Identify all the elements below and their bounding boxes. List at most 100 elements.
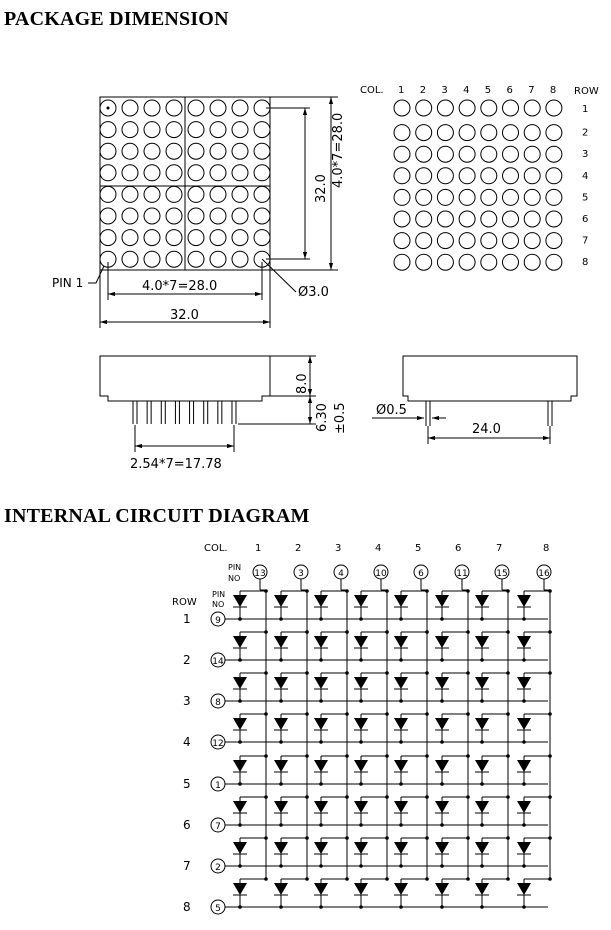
dim-width-total: 32.0 bbox=[170, 308, 199, 323]
matrix-dot bbox=[458, 232, 476, 250]
junction-dot bbox=[238, 658, 242, 662]
matrix-col-number: 2 bbox=[420, 85, 426, 96]
front-dot bbox=[143, 142, 161, 160]
led-diode bbox=[314, 636, 328, 648]
junction-dot bbox=[399, 617, 403, 621]
junction-dot bbox=[548, 836, 552, 840]
junction-dot bbox=[238, 699, 242, 703]
front-dot bbox=[253, 121, 271, 139]
led-diode bbox=[475, 760, 489, 772]
junction-dot bbox=[440, 699, 444, 703]
circuit-row-pin-number: 9 bbox=[215, 616, 221, 626]
junction-dot bbox=[425, 795, 429, 799]
junction-dot bbox=[466, 630, 470, 634]
junction-dot bbox=[279, 864, 283, 868]
junction-dot bbox=[305, 877, 309, 881]
circuit-col-pin-number: 4 bbox=[338, 569, 344, 579]
junction-dot bbox=[359, 740, 363, 744]
led-diode bbox=[394, 801, 408, 813]
junction-dot bbox=[359, 658, 363, 662]
junction-dot bbox=[466, 589, 470, 593]
junction-dot bbox=[522, 617, 526, 621]
circuit-row-pin-number: 1 bbox=[215, 781, 221, 791]
front-dot bbox=[99, 229, 117, 247]
junction-dot bbox=[466, 671, 470, 675]
junction-dot bbox=[385, 836, 389, 840]
junction-dot bbox=[238, 864, 242, 868]
circuit-row-pin-number: 14 bbox=[212, 657, 224, 667]
circuit-row-pin-number: 2 bbox=[215, 863, 221, 873]
led-diode bbox=[274, 595, 288, 607]
led-diode bbox=[394, 842, 408, 854]
front-dot-marker bbox=[106, 106, 110, 110]
junction-dot bbox=[359, 617, 363, 621]
side-view-lateral bbox=[372, 355, 578, 444]
matrix-col-number: 7 bbox=[528, 85, 534, 96]
junction-dot bbox=[264, 671, 268, 675]
matrix-col-number: 6 bbox=[507, 85, 513, 96]
junction-dot bbox=[522, 782, 526, 786]
junction-dot bbox=[399, 905, 403, 909]
matrix-row-number: 4 bbox=[582, 171, 588, 182]
led-diode bbox=[314, 801, 328, 813]
led-diode bbox=[475, 883, 489, 895]
led-diode bbox=[233, 842, 247, 854]
junction-dot bbox=[480, 782, 484, 786]
junction-dot bbox=[319, 782, 323, 786]
front-dot bbox=[187, 142, 205, 160]
front-dot bbox=[143, 185, 161, 203]
front-dot bbox=[209, 207, 227, 225]
led-diode bbox=[274, 718, 288, 730]
matrix-dot bbox=[393, 124, 411, 142]
front-dot bbox=[121, 99, 139, 117]
led-diode bbox=[475, 636, 489, 648]
matrix-row-number: 2 bbox=[582, 128, 588, 139]
circuit-pin-no-top-2: PIN bbox=[212, 590, 225, 599]
led-diode bbox=[354, 595, 368, 607]
matrix-row-number: 6 bbox=[582, 214, 588, 225]
junction-dot bbox=[522, 699, 526, 703]
junction-dot bbox=[480, 740, 484, 744]
front-dot bbox=[165, 164, 183, 182]
matrix-dot bbox=[545, 232, 563, 250]
junction-dot bbox=[480, 617, 484, 621]
led-diode bbox=[354, 718, 368, 730]
led-diode bbox=[233, 595, 247, 607]
front-dot bbox=[165, 99, 183, 117]
matrix-dot bbox=[436, 232, 454, 250]
matrix-dot bbox=[415, 232, 433, 250]
junction-dot bbox=[319, 864, 323, 868]
junction-dot bbox=[238, 823, 242, 827]
matrix-dot bbox=[545, 188, 563, 206]
led-diode bbox=[517, 842, 531, 854]
matrix-dot bbox=[545, 167, 563, 185]
circuit-col-pin-number: 13 bbox=[254, 569, 265, 579]
front-dot bbox=[209, 142, 227, 160]
led-diode bbox=[517, 595, 531, 607]
junction-dot bbox=[466, 754, 470, 758]
matrix-col-number: 5 bbox=[485, 85, 491, 96]
matrix-dot bbox=[436, 188, 454, 206]
circuit-col-pin-number: 11 bbox=[456, 569, 467, 579]
circuit-row-pin-number: 8 bbox=[215, 698, 221, 708]
led-diode bbox=[314, 760, 328, 772]
junction-dot bbox=[345, 630, 349, 634]
matrix-dot bbox=[436, 253, 454, 271]
matrix-row-number: 1 bbox=[582, 104, 588, 115]
matrix-dot bbox=[436, 167, 454, 185]
matrix-dot bbox=[415, 167, 433, 185]
junction-dot bbox=[506, 877, 510, 881]
matrix-dot bbox=[480, 145, 498, 163]
junction-dot bbox=[279, 699, 283, 703]
front-dot bbox=[253, 207, 271, 225]
matrix-dot bbox=[523, 124, 541, 142]
junction-dot bbox=[264, 712, 268, 716]
front-dot bbox=[231, 99, 249, 117]
matrix-dot bbox=[502, 124, 519, 142]
junction-dot bbox=[548, 754, 552, 758]
junction-dot bbox=[345, 877, 349, 881]
junction-dot bbox=[399, 740, 403, 744]
matrix-dot bbox=[436, 99, 454, 117]
junction-dot bbox=[522, 905, 526, 909]
